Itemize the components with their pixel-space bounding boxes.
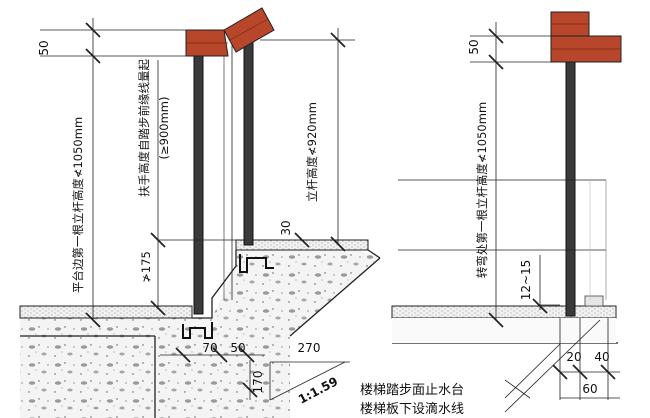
dim-gap-175: ≯175 [139, 251, 153, 283]
note-drip-line: 楼梯板下设滴水线 [360, 401, 464, 417]
dim-20: 20 [566, 350, 581, 364]
dim-270: 270 [298, 341, 321, 355]
right-post [398, 57, 607, 317]
dim-gap-30: 30 [279, 220, 293, 235]
left-handrail-brick [185, 7, 275, 57]
label-handrail-height-min: (≥900mm) [157, 97, 171, 160]
dim-12-15: 12~15 [519, 260, 533, 301]
right-dimension-lines [470, 22, 620, 413]
dim-slope: 1:1.59 [296, 374, 340, 406]
right-handrail-brick [550, 11, 622, 63]
label-turn-first-post-height: 转弯处第一根立杆高度≮1050mm [475, 102, 489, 278]
label-handrail-height: 扶手高度自踏步前缘线量起 [137, 59, 151, 197]
dim-40: 40 [594, 350, 609, 364]
label-post-height: 立杆高度≮920mm [305, 102, 319, 202]
label-platform-first-post-height: 平台边第一根立杆高度≮1050mm [71, 117, 85, 293]
dim-50: 50 [230, 341, 245, 355]
left-dimension-lines [40, 18, 355, 401]
dim-170: 170 [251, 371, 265, 394]
dim-70: 70 [202, 341, 217, 355]
right-structure [391, 295, 618, 344]
dim-top-right: 50 [467, 39, 481, 54]
dim-top-left: 50 [37, 40, 51, 55]
note-water-stop-kerb: 楼梯踏步面止水台 [360, 383, 464, 398]
dim-60: 60 [582, 382, 597, 396]
